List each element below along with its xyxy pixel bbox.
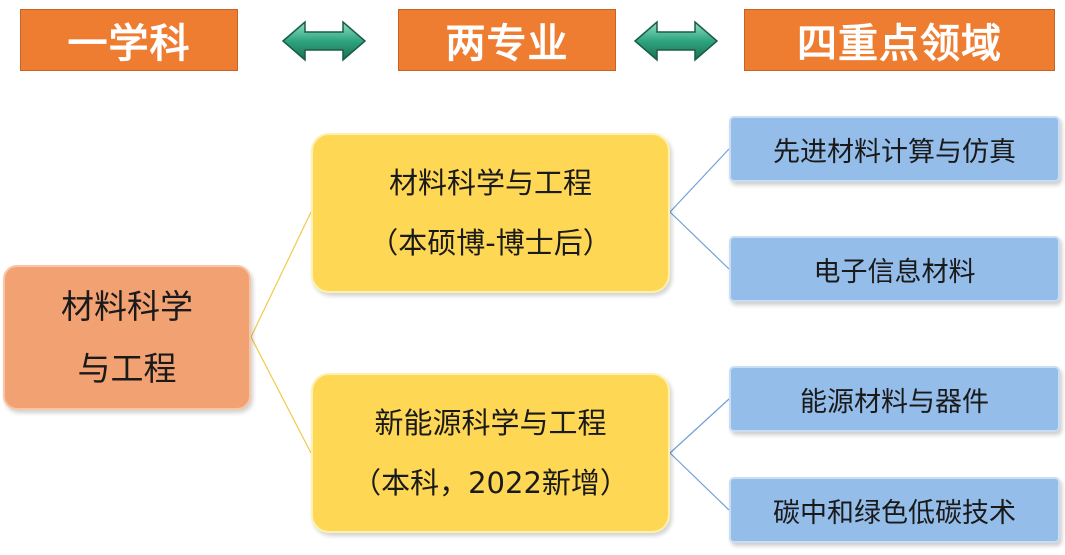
connector-root-major2 [250,336,312,454]
header-majors: 两专业 [398,9,616,71]
field-carbon-neutral: 碳中和绿色低碳技术 [729,477,1060,543]
connector-major1-area1 [669,148,730,213]
major-title: 材料科学与工程 [388,166,592,200]
connector-major2-area4 [669,452,730,511]
major-title: 新能源科学与工程 [374,406,607,440]
header-discipline: 一学科 [20,9,238,71]
root-line-1: 材料科学 [61,286,193,326]
connector-major1-area2 [669,211,730,270]
root-discipline-box: 材料科学 与工程 [3,265,251,410]
major-new-energy-box: 新能源科学与工程 （本科，2022新增） [311,373,670,533]
root-line-2: 与工程 [77,348,177,388]
major-note: （本硕博-博士后） [369,226,612,260]
connector-root-major1 [250,211,312,338]
major-note: （本科，2022新增） [352,466,629,500]
field-electronic-materials: 电子信息材料 [729,236,1060,302]
double-arrow-icon [281,20,367,62]
double-arrow-icon [633,20,719,62]
major-materials-box: 材料科学与工程 （本硕博-博士后） [311,133,670,293]
field-energy-materials: 能源材料与器件 [729,366,1060,432]
header-fields: 四重点领域 [744,9,1055,71]
connector-major2-area3 [669,398,730,454]
field-computation-simulation: 先进材料计算与仿真 [729,116,1060,182]
